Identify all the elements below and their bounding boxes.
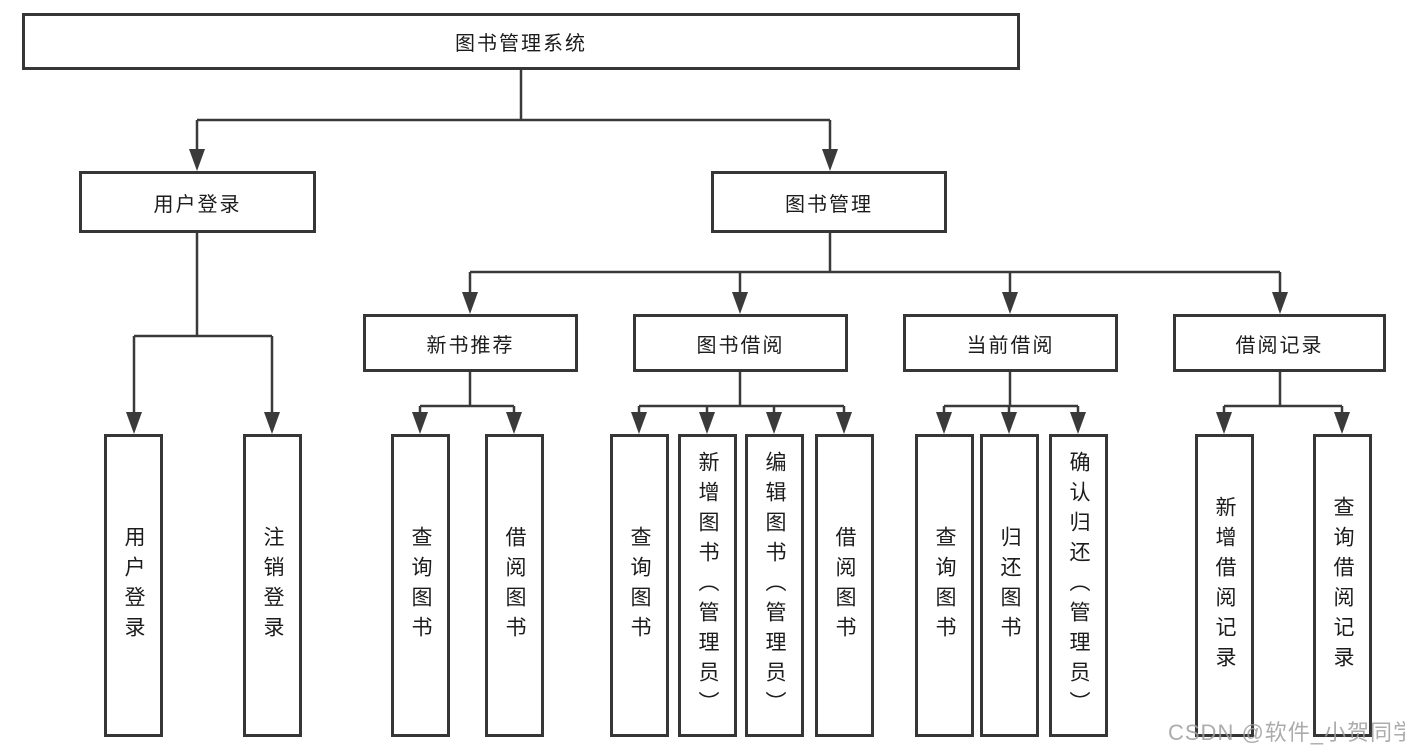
node-current-borrow: 当前借阅 [903, 314, 1118, 372]
node-book-borrow: 图书借阅 [633, 314, 848, 372]
arrowheads [126, 149, 1350, 434]
leaf-borrow-add-books-admin: 新增图书（管理员） [678, 434, 737, 737]
node-label: 编辑图书（管理员） [763, 450, 786, 721]
node-label: 借阅记录 [1235, 334, 1324, 357]
node-borrow-records: 借阅记录 [1173, 314, 1386, 372]
node-label: 用户登录 [153, 193, 242, 216]
node-label: 图书管理 [785, 193, 873, 216]
leaf-recommend-query-books: 查询图书 [391, 434, 450, 737]
node-user-login: 用户登录 [79, 171, 316, 233]
node-label: 当前借阅 [966, 334, 1055, 357]
node-book-management: 图书管理 [711, 171, 947, 233]
leaf-records-add-record: 新增借阅记录 [1195, 434, 1254, 737]
node-label: 用户登录 [122, 525, 145, 646]
node-label: 借阅图书 [833, 525, 856, 646]
node-label: 查询图书 [409, 525, 432, 646]
node-label: 图书管理系统 [455, 33, 587, 55]
node-label: 注销登录 [261, 525, 284, 646]
node-label: 新书推荐 [426, 334, 515, 357]
node-label: 新增图书（管理员） [696, 450, 719, 721]
leaf-borrow-borrow-books: 借阅图书 [815, 434, 874, 737]
node-label: 确认归还（管理员） [1067, 450, 1090, 721]
csdn-watermark: CSDN @软件_小贺同学 [1168, 720, 1405, 745]
node-label: 新增借阅记录 [1213, 495, 1236, 676]
leaf-current-return-books: 归还图书 [980, 434, 1039, 737]
leaf-logout-login: 注销登录 [243, 434, 302, 737]
node-label: 借阅图书 [503, 525, 526, 646]
node-label: 图书借阅 [696, 334, 785, 357]
leaf-user-login: 用户登录 [104, 434, 163, 737]
node-label: 查询借阅记录 [1331, 495, 1354, 676]
node-label: 查询图书 [628, 525, 651, 646]
leaf-borrow-query-books: 查询图书 [610, 434, 669, 737]
node-library-management-system: 图书管理系统 [22, 13, 1020, 70]
node-label: 归还图书 [998, 525, 1021, 646]
leaf-borrow-edit-books-admin: 编辑图书（管理员） [745, 434, 804, 737]
leaf-current-confirm-return-admin: 确认归还（管理员） [1049, 434, 1108, 737]
leaf-current-query-books: 查询图书 [915, 434, 974, 737]
leaf-records-query-record: 查询借阅记录 [1313, 434, 1372, 737]
leaf-recommend-borrow-books: 借阅图书 [485, 434, 544, 737]
node-new-book-recommend: 新书推荐 [363, 314, 578, 372]
node-label: 查询图书 [933, 525, 956, 646]
